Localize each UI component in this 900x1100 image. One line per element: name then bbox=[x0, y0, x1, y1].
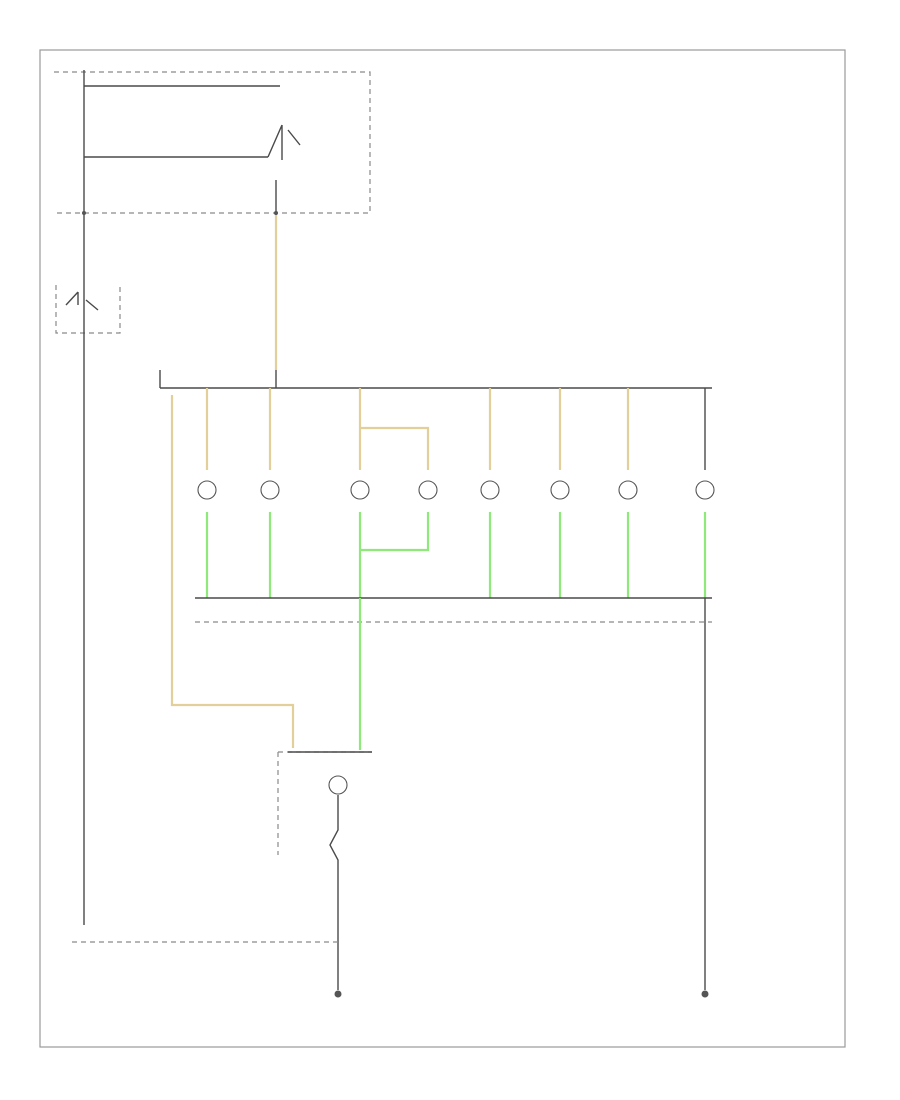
dimmer-lamp bbox=[328, 775, 348, 795]
dimmer-rheostat bbox=[329, 795, 339, 990]
fuse-box-outline bbox=[54, 71, 371, 214]
lamp-column-2 bbox=[260, 388, 280, 598]
lamp-column-6 bbox=[550, 388, 570, 598]
dimmer-box bbox=[277, 751, 372, 855]
diagram-frame bbox=[39, 49, 846, 1048]
connector-node-top-right bbox=[274, 211, 278, 215]
lamp-column-4 bbox=[360, 426, 438, 552]
relay-switch bbox=[267, 124, 301, 160]
lamp-column-7 bbox=[618, 388, 638, 598]
ground-right-icon bbox=[701, 990, 709, 998]
ground-left-icon bbox=[334, 990, 342, 998]
light-switch-box bbox=[55, 285, 121, 334]
lamp-column-3 bbox=[350, 388, 370, 598]
tan-bypass-wire bbox=[170, 395, 295, 748]
connector-node-top-left bbox=[82, 211, 86, 215]
lamp-column-1 bbox=[197, 388, 217, 598]
light-switch-contacts bbox=[65, 291, 99, 311]
lamp-column-5 bbox=[480, 388, 500, 598]
lamp-column-8 bbox=[695, 388, 715, 598]
